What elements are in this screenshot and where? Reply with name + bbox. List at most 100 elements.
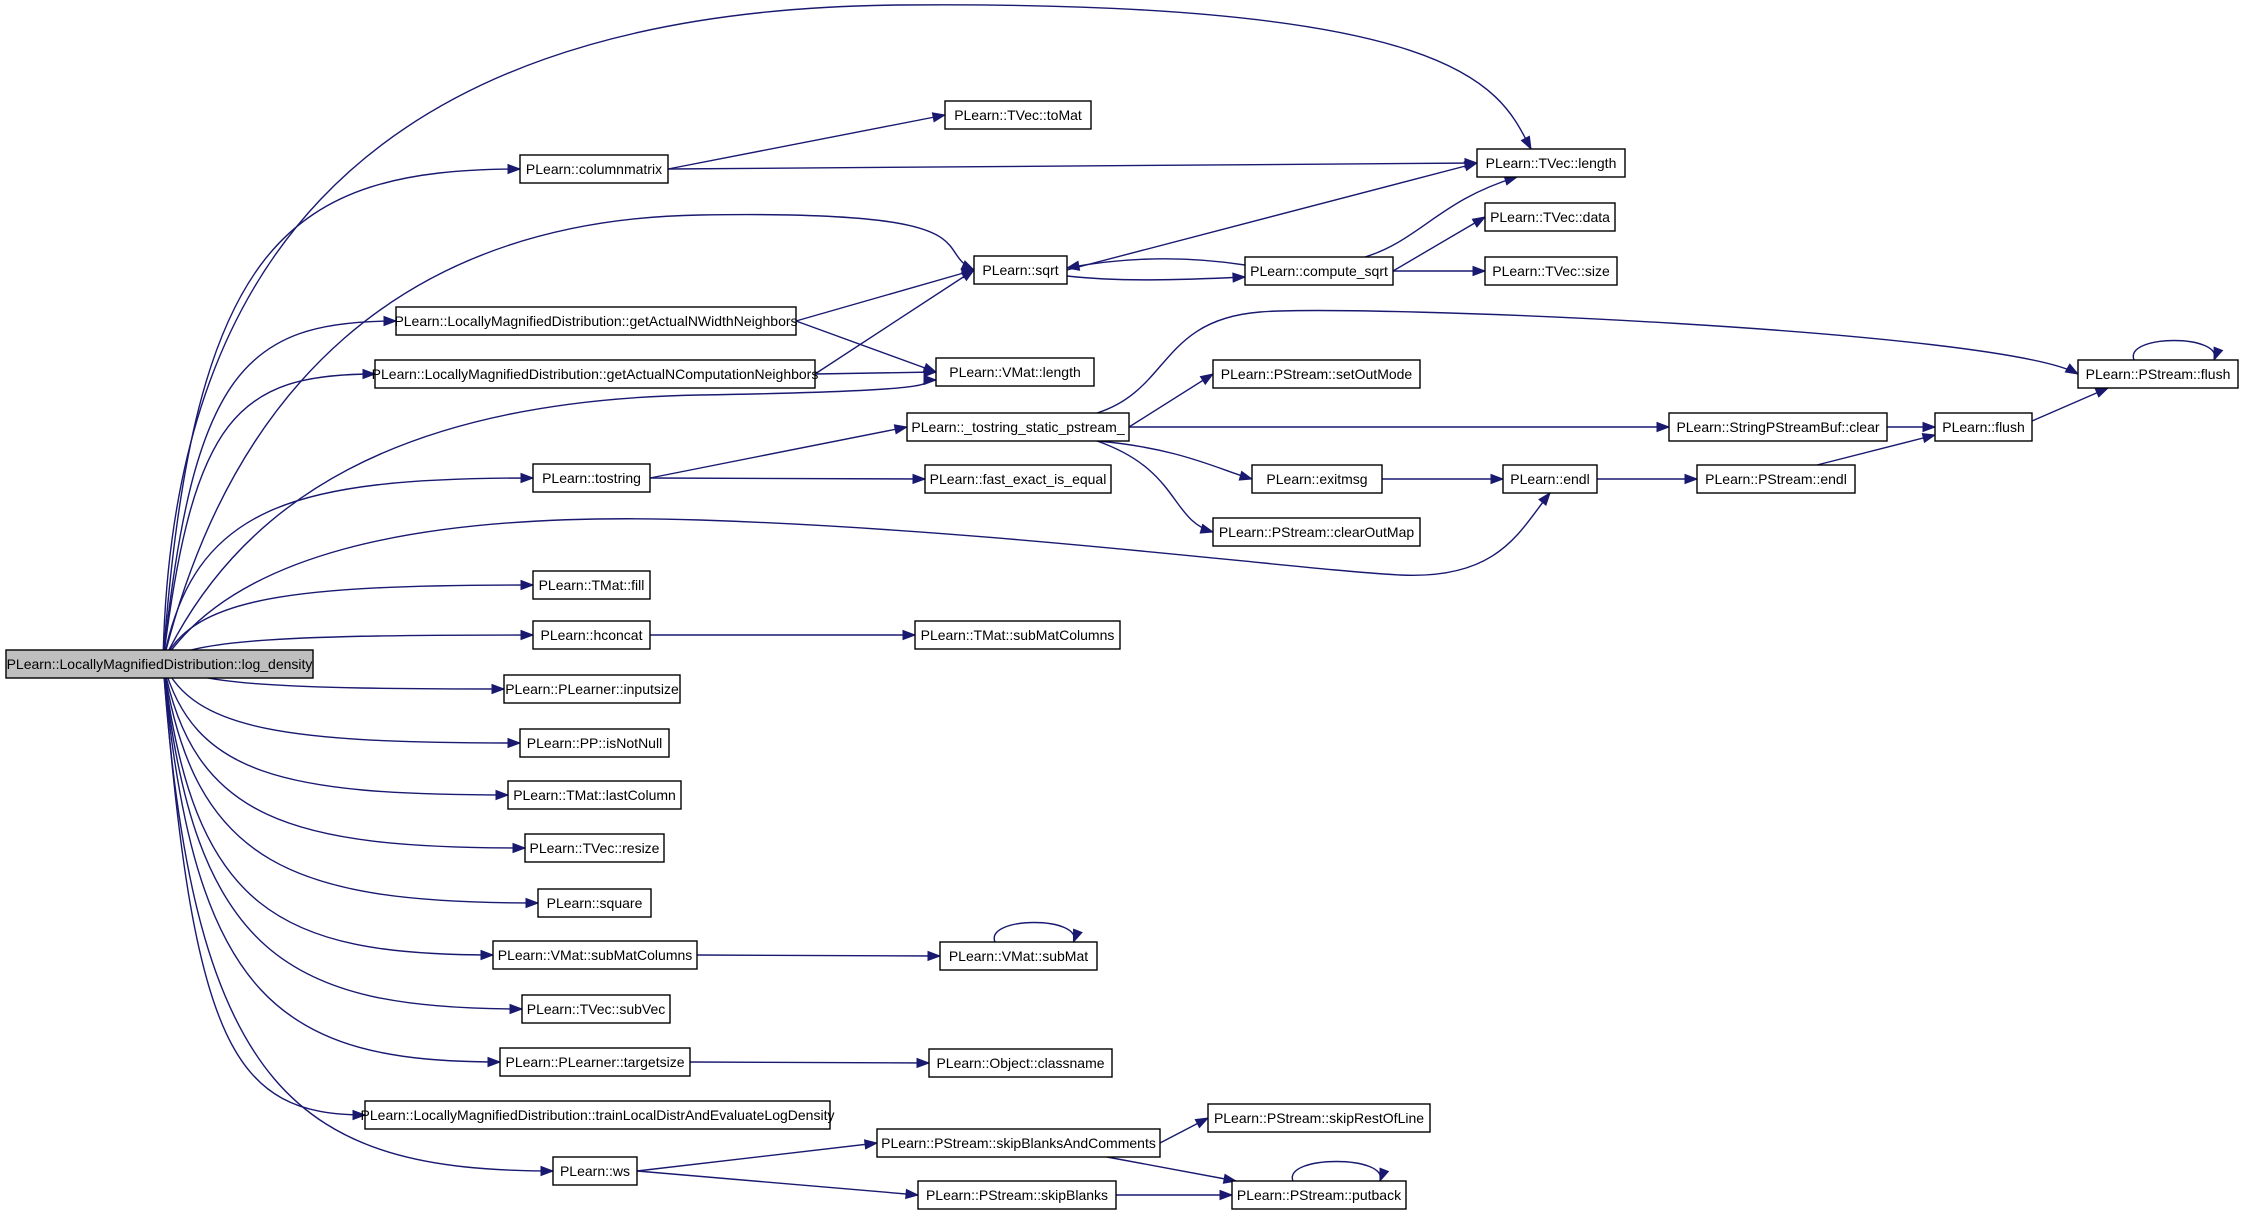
- node-label: PLearn::StringPStreamBuf::clear: [1676, 419, 1879, 435]
- arrowhead: [1656, 421, 1671, 433]
- edge-sqrt-to-compute_sqrt: [1066, 272, 1247, 283]
- node-label: PLearn::hconcat: [541, 627, 643, 643]
- arrowhead: [487, 1056, 502, 1068]
- edge-vmatsubMatColumns-to-vmatsubMat: [696, 950, 942, 962]
- node-box: [917, 1180, 1117, 1210]
- node-lastColumn[interactable]: PLearn::TMat::lastColumn: [507, 780, 682, 810]
- node-endl[interactable]: PLearn::endl: [1502, 464, 1598, 494]
- edge-vmatsubMat-to-vmatsubMat: [993, 921, 1083, 944]
- node-classname[interactable]: PLearn::Object::classname: [928, 1048, 1113, 1078]
- edge-skipBlanksAndComments-to-skipRestOfLine: [1159, 1117, 1210, 1144]
- node-skipBlanksAndComments[interactable]: PLearn::PStream::skipBlanksAndComments: [876, 1128, 1161, 1158]
- node-label: PLearn::flush: [1942, 419, 2025, 435]
- node-isNotNull[interactable]: PLearn::PP::isNotNull: [519, 728, 670, 758]
- node-label: PLearn::PStream::endl: [1705, 471, 1847, 487]
- node-resize[interactable]: PLearn::TVec::resize: [524, 833, 665, 863]
- edge-root-to-lastColumn: [162, 661, 510, 801]
- edge-sbclear-to-flush: [1887, 421, 1937, 433]
- node-label: PLearn::TMat::lastColumn: [513, 787, 676, 803]
- node-ws[interactable]: PLearn::ws: [552, 1156, 638, 1186]
- node-root[interactable]: PLearn::LocallyMagnifiedDistribution::lo…: [5, 649, 314, 679]
- edge-root-to-tostring: [162, 472, 535, 663]
- edge-root-to-getComp: [162, 368, 377, 663]
- edge-getComp-to-sqrt: [814, 269, 976, 375]
- edge-root-to-trainLocal: [162, 661, 367, 1121]
- edge-root-to-columnmatrix: [162, 163, 522, 663]
- arrowhead: [931, 112, 947, 123]
- node-columnmatrix[interactable]: PLearn::columnmatrix: [519, 154, 669, 184]
- arrowhead: [507, 163, 522, 175]
- arrowhead: [1379, 1167, 1390, 1183]
- arrowhead: [912, 473, 927, 485]
- node-setOutMode[interactable]: PLearn::PStream::setOutMode: [1212, 359, 1421, 389]
- node-exitmsg[interactable]: PLearn::exitmsg: [1251, 464, 1383, 494]
- node-psflush[interactable]: PLearn::PStream::flush: [2077, 359, 2239, 389]
- node-sbclear[interactable]: PLearn::StringPStreamBuf::clear: [1668, 412, 1888, 442]
- arrowhead: [1199, 373, 1215, 386]
- node-tveclength[interactable]: PLearn::TVec::length: [1476, 148, 1626, 178]
- node-box: [1696, 464, 1856, 494]
- node-skipBlanks[interactable]: PLearn::PStream::skipBlanks: [917, 1180, 1117, 1210]
- edge-root-to-square: [162, 661, 540, 909]
- node-label: PLearn::compute_sqrt: [1250, 263, 1388, 279]
- node-clearOutMap[interactable]: PLearn::PStream::clearOutMap: [1212, 517, 1421, 547]
- arrowhead: [960, 269, 976, 282]
- node-getWidth[interactable]: PLearn::LocallyMagnifiedDistribution::ge…: [394, 306, 798, 336]
- node-tmatfill[interactable]: PLearn::TMat::fill: [532, 570, 651, 600]
- arrowhead: [1199, 523, 1215, 534]
- node-label: PLearn::LocallyMagnifiedDistribution::ge…: [394, 313, 797, 329]
- edge-tostring_static-to-sbclear: [1129, 421, 1671, 433]
- edge-targetsize-to-classname: [689, 1057, 931, 1069]
- edge-tostring-to-fast_exact: [649, 473, 927, 485]
- node-trainLocal[interactable]: PLearn::LocallyMagnifiedDistribution::tr…: [361, 1100, 835, 1130]
- node-label: PLearn::PLearner::targetsize: [506, 1054, 685, 1070]
- node-box: [935, 357, 1095, 387]
- edge-ws-to-skipBlanksAndComments: [636, 1139, 879, 1172]
- node-vmatsubMat[interactable]: PLearn::VMat::subMat: [939, 941, 1098, 971]
- node-tostring[interactable]: PLearn::tostring: [532, 463, 651, 493]
- node-fast_exact[interactable]: PLearn::fast_exact_is_equal: [924, 464, 1112, 494]
- node-getComp[interactable]: PLearn::LocallyMagnifiedDistribution::ge…: [372, 359, 819, 389]
- node-tvecdata[interactable]: PLearn::TVec::data: [1484, 202, 1616, 232]
- node-box: [395, 306, 797, 336]
- node-square[interactable]: PLearn::square: [537, 888, 652, 918]
- node-box: [1212, 517, 1421, 547]
- edge-compute_sqrt-to-sqrt: [1065, 258, 1246, 271]
- arrowhead: [1463, 161, 1479, 172]
- arrowhead: [927, 950, 942, 962]
- edge-getComp-to-vmatlength: [814, 366, 938, 378]
- node-toMat[interactable]: PLearn::TVec::toMat: [944, 100, 1092, 130]
- edge-layer: [162, 4, 2224, 1201]
- arrowhead: [1219, 1189, 1234, 1201]
- node-inputsize[interactable]: PLearn::PLearner::inputsize: [503, 674, 681, 704]
- node-flush[interactable]: PLearn::flush: [1934, 412, 2033, 442]
- node-tvecsize[interactable]: PLearn::TVec::size: [1484, 256, 1618, 286]
- node-label: PLearn::LocallyMagnifiedDistribution::lo…: [7, 656, 313, 672]
- node-box: [1244, 256, 1394, 286]
- edge-tostring_static-to-clearOutMap: [1096, 440, 1215, 534]
- node-hconcat[interactable]: PLearn::hconcat: [532, 620, 651, 650]
- node-compute_sqrt[interactable]: PLearn::compute_sqrt: [1244, 256, 1394, 286]
- node-box: [928, 1048, 1113, 1078]
- node-label: PLearn::TVec::length: [1486, 155, 1617, 171]
- edge-root-to-endl: [162, 491, 1551, 663]
- arrowhead: [495, 789, 510, 801]
- node-vmatsubMatColumns[interactable]: PLearn::VMat::subMatColumns: [492, 940, 698, 970]
- edge-endl-to-psendl: [1597, 473, 1699, 485]
- edge-root-to-ws: [162, 661, 555, 1177]
- edge-root-to-targetsize: [162, 661, 502, 1068]
- node-box: [537, 888, 652, 918]
- arrowhead: [893, 424, 909, 435]
- node-targetsize[interactable]: PLearn::PLearner::targetsize: [499, 1047, 691, 1077]
- node-putback[interactable]: PLearn::PStream::putback: [1231, 1180, 1407, 1210]
- node-sqrt[interactable]: PLearn::sqrt: [973, 255, 1068, 285]
- node-skipRestOfLine[interactable]: PLearn::PStream::skipRestOfLine: [1207, 1103, 1431, 1133]
- node-tostring_static[interactable]: PLearn::_tostring_static_pstream_: [906, 412, 1130, 442]
- arrowhead: [491, 683, 506, 695]
- node-tmatsubMatColumns[interactable]: PLearn::TMat::subMatColumns: [914, 620, 1121, 650]
- arrowhead: [923, 366, 938, 378]
- node-vmatlength[interactable]: PLearn::VMat::length: [935, 357, 1095, 387]
- node-subVec[interactable]: PLearn::TVec::subVec: [521, 994, 671, 1024]
- edge-root-to-tveclength: [162, 4, 1532, 663]
- node-psendl[interactable]: PLearn::PStream::endl: [1696, 464, 1856, 494]
